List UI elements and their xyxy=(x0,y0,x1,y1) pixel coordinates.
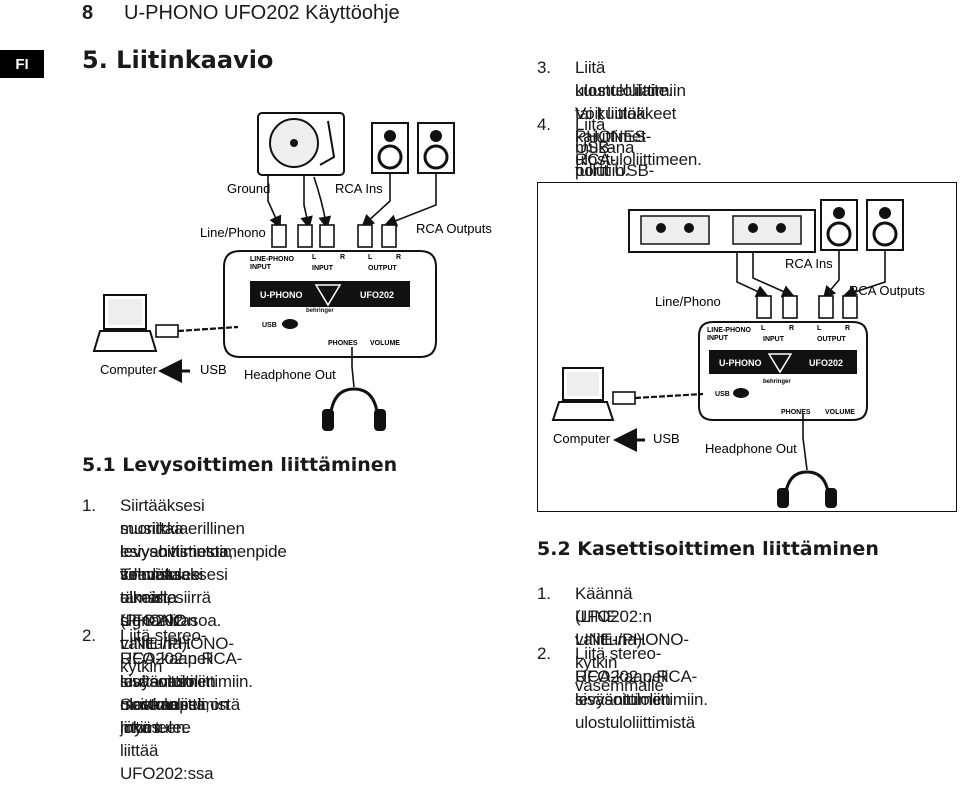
turntable-connection-diagram: Ground RCA Ins Line/Phono RCA Outputs LI… xyxy=(92,112,492,431)
headphones-icon xyxy=(322,387,386,431)
rca-plugs-icon xyxy=(756,295,858,319)
svg-text:UFO202: UFO202 xyxy=(809,358,843,368)
language-tab: FI xyxy=(0,50,44,78)
svg-text:R: R xyxy=(340,254,345,261)
label-usb: USB xyxy=(653,431,680,446)
svg-text:VOLUME: VOLUME xyxy=(825,409,855,416)
ufo202-device: LINE-PHONO INPUT L R L R INPUT OUTPUT U-… xyxy=(698,321,868,421)
svg-text:USB: USB xyxy=(715,391,730,398)
label-rca-ins: RCA Ins xyxy=(335,181,383,196)
headphones-icon xyxy=(777,470,837,508)
section-5-1-list: 1. Siirtääksesi musiikkia levysoittimest… xyxy=(82,496,287,783)
cassette-deck-icon xyxy=(628,209,816,253)
svg-text:PHONES: PHONES xyxy=(781,409,811,416)
label-computer: Computer xyxy=(100,362,158,377)
svg-text:OUTPUT: OUTPUT xyxy=(368,265,398,272)
speaker-right-icon xyxy=(866,199,904,251)
svg-text:INPUT: INPUT xyxy=(763,336,785,343)
label-computer: Computer xyxy=(553,431,611,446)
svg-text:behringer: behringer xyxy=(306,308,334,314)
right-instructions: 3. Liitä kuuntelulaite. Voit liittää kai… xyxy=(537,58,702,249)
svg-text:L: L xyxy=(761,325,766,332)
cassette-connection-diagram: RCA Ins Line/Phono RCA Outputs LINE-PHON… xyxy=(537,182,957,512)
label-rca-outputs: RCA Outputs xyxy=(416,221,492,236)
page-number: 8 xyxy=(82,2,94,24)
svg-text:LINE-PHONO: LINE-PHONO xyxy=(707,327,752,334)
svg-text:USB: USB xyxy=(262,322,277,329)
section-5-1-title: 5.1 Levysoittimen liittäminen xyxy=(82,454,398,476)
ufo202-device: LINE-PHONO INPUT L R L R INPUT OUTPUT U-… xyxy=(223,250,437,358)
label-line-phono: Line/Phono xyxy=(200,225,266,240)
section-5-title: 5. Liitinkaavio xyxy=(82,46,274,74)
svg-text:U-PHONO: U-PHONO xyxy=(260,290,303,300)
label-ground: Ground xyxy=(227,181,270,196)
section-5-2-title: 5.2 Kasettisoittimen liittäminen xyxy=(537,538,879,560)
label-line-phono: Line/Phono xyxy=(655,294,721,309)
svg-text:R: R xyxy=(789,325,794,332)
speaker-right-icon xyxy=(417,122,455,174)
svg-text:OUTPUT: OUTPUT xyxy=(817,336,847,343)
speaker-left-icon xyxy=(371,122,409,174)
svg-text:UFO202: UFO202 xyxy=(360,290,394,300)
svg-text:R: R xyxy=(396,254,401,261)
svg-text:L: L xyxy=(368,254,373,261)
label-rca-outputs: RCA Outputs xyxy=(849,283,925,298)
svg-text:behringer: behringer xyxy=(763,379,791,385)
svg-text:R: R xyxy=(845,325,850,332)
section-5-2-list: 1. Käännä UFO202:n LINE-/PHONO-kytkin va… xyxy=(537,584,708,732)
laptop-icon xyxy=(92,294,158,352)
svg-text:INPUT: INPUT xyxy=(707,335,729,342)
svg-text:INPUT: INPUT xyxy=(312,265,334,272)
svg-text:PHONES: PHONES xyxy=(328,340,358,347)
document-title: U-PHONO UFO202 Käyttöohje xyxy=(124,2,400,24)
rca-plugs-icon xyxy=(271,224,397,248)
svg-text:LINE-PHONO: LINE-PHONO xyxy=(250,256,295,263)
label-headphone-out: Headphone Out xyxy=(705,441,797,456)
label-usb: USB xyxy=(200,362,227,377)
svg-text:U-PHONO: U-PHONO xyxy=(719,358,762,368)
svg-text:VOLUME: VOLUME xyxy=(370,340,400,347)
laptop-icon xyxy=(551,367,615,421)
svg-text:L: L xyxy=(817,325,822,332)
svg-text:L: L xyxy=(312,254,317,261)
svg-text:INPUT: INPUT xyxy=(250,264,272,271)
turntable-icon xyxy=(257,112,345,176)
speaker-left-icon xyxy=(820,199,858,251)
label-headphone-out: Headphone Out xyxy=(244,367,336,382)
label-rca-ins: RCA Ins xyxy=(785,256,833,271)
